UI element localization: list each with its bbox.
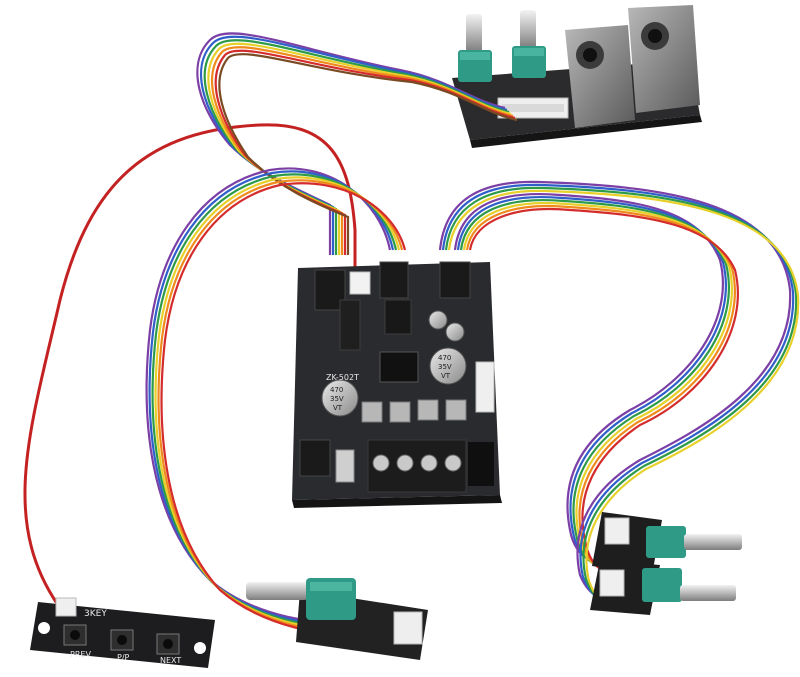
red-wire xyxy=(23,123,357,606)
right-pot-board-lower xyxy=(590,560,736,615)
ribbon-cable-left xyxy=(145,167,407,638)
button-board: 3KEY PREV P/P NEXT xyxy=(30,597,215,668)
potentiometer-icon xyxy=(642,568,736,602)
cap-left-value: 470 xyxy=(330,386,343,394)
audio-jack-icon xyxy=(565,25,635,128)
capacitor: 470 35V VT xyxy=(429,347,467,385)
cap-right-series: VT xyxy=(441,372,451,380)
button-label-next: NEXT xyxy=(160,656,181,665)
amplifier-main-board: 470 35V VT 470 35V VT ZK-502T xyxy=(292,261,502,508)
cap-left-series: VT xyxy=(333,404,343,412)
top-control-board xyxy=(452,5,702,148)
cap-left-voltage: 35V xyxy=(330,395,344,403)
potentiometer-icon xyxy=(246,578,356,620)
audio-jack-icon xyxy=(628,5,700,113)
cap-right-value: 470 xyxy=(438,354,451,362)
right-pot-board-upper xyxy=(592,512,742,575)
potentiometer-icon xyxy=(646,526,742,558)
push-button-icon[interactable] xyxy=(110,629,134,651)
potentiometer-icon xyxy=(512,10,546,78)
board-model-label: ZK-502T xyxy=(326,373,359,382)
button-label-prev: PREV xyxy=(70,650,91,659)
push-button-icon[interactable] xyxy=(156,633,180,655)
terminal-screw-icon xyxy=(367,439,467,493)
inductor-row xyxy=(361,399,467,423)
ribbon-cable-right xyxy=(438,180,800,612)
push-button-icon[interactable] xyxy=(63,624,87,646)
button-board-title: 3KEY xyxy=(84,609,107,619)
potentiometer-icon xyxy=(458,14,492,82)
cap-right-voltage: 35V xyxy=(438,363,452,371)
wire-harness xyxy=(23,123,357,606)
capacitor: 470 35V VT xyxy=(321,379,359,417)
bottom-pot-board xyxy=(246,578,428,660)
button-label-pp: P/P xyxy=(117,653,130,662)
